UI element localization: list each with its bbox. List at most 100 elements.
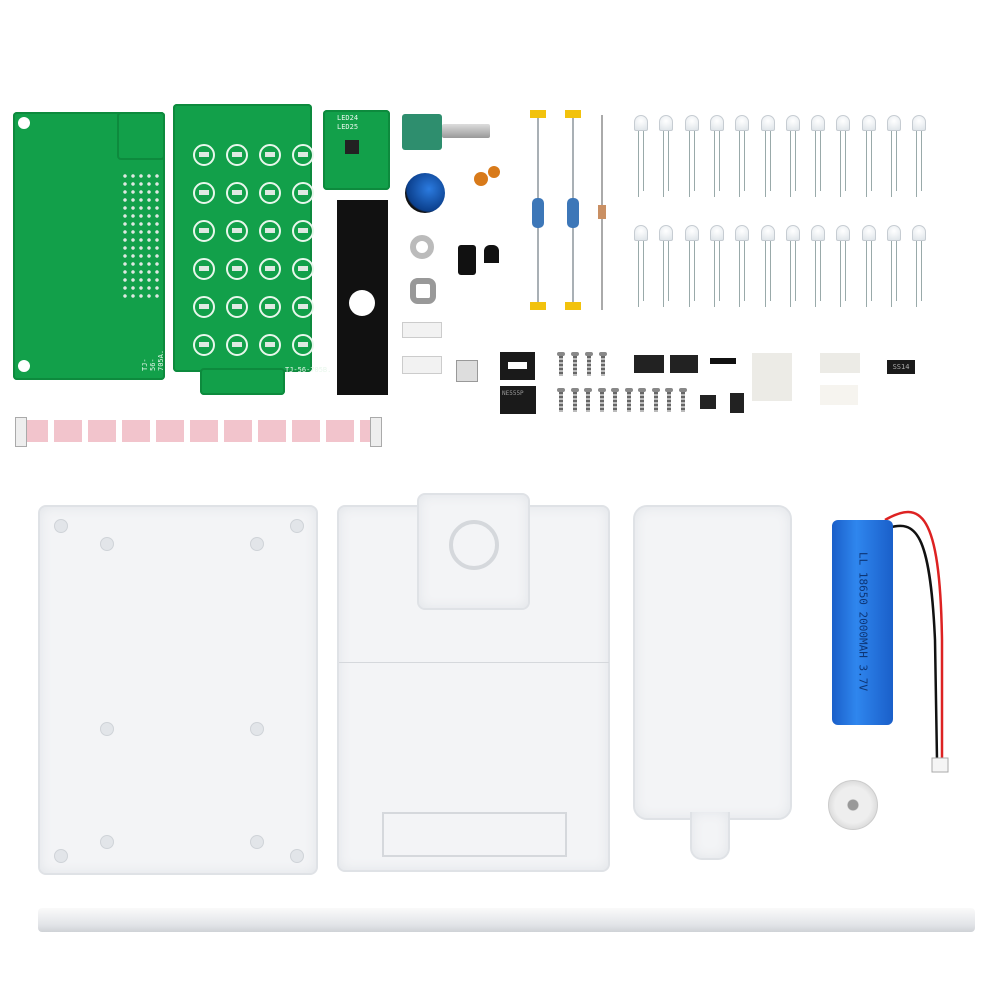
white-led <box>684 225 699 307</box>
18650-battery <box>832 520 893 725</box>
potentiometer-shaft <box>442 124 490 138</box>
round-cap-piece <box>828 780 878 830</box>
led-pad <box>226 296 248 318</box>
screw <box>584 388 592 414</box>
transistor <box>484 245 499 263</box>
smd-component <box>634 355 664 373</box>
enclosure-back-panel <box>38 505 318 875</box>
white-led <box>785 115 800 197</box>
screw <box>597 388 606 414</box>
white-led <box>634 115 648 197</box>
smd-component <box>670 355 698 373</box>
ribbon-cable <box>20 420 375 442</box>
led-pad <box>193 220 215 242</box>
pin-header <box>710 358 736 364</box>
white-led <box>659 115 674 197</box>
led-pad <box>226 258 248 280</box>
led-pad <box>292 258 314 280</box>
led-pad <box>259 258 281 280</box>
white-led <box>785 225 800 307</box>
white-led <box>760 225 775 307</box>
screw <box>585 352 593 378</box>
white-led <box>836 225 851 307</box>
led-pad <box>226 334 248 356</box>
led-pad <box>193 144 215 166</box>
led-pad <box>292 296 314 318</box>
blue-knob <box>405 173 445 213</box>
pin-header-connector <box>402 356 442 374</box>
ne555-chip: NE555P <box>500 386 536 414</box>
led-pad <box>292 220 314 242</box>
led-pad <box>259 334 281 356</box>
smd-tape-strip <box>752 353 792 401</box>
smd-tape-strip <box>820 385 858 405</box>
screw <box>557 352 565 378</box>
hex-nut <box>410 278 436 304</box>
led-pad <box>193 296 215 318</box>
led-pad <box>292 334 314 356</box>
screw <box>638 388 646 414</box>
washer <box>410 235 434 259</box>
white-led <box>861 225 876 307</box>
silk-led24: LED24 <box>337 114 359 122</box>
white-led <box>912 115 927 197</box>
lamp-socket-block <box>417 493 530 610</box>
led-pad <box>259 220 281 242</box>
pcb-small-top <box>117 112 165 160</box>
sot-component <box>730 393 744 413</box>
screw <box>570 388 579 414</box>
white-led <box>735 225 750 307</box>
ic-marking: NE555P <box>502 390 524 397</box>
resistor <box>565 110 581 310</box>
white-led <box>836 115 851 197</box>
white-led <box>735 115 750 197</box>
perfboard-area <box>121 172 161 302</box>
led-pad <box>259 182 281 204</box>
screw <box>571 352 579 378</box>
white-led <box>709 115 724 197</box>
ceramic-capacitor <box>488 166 500 178</box>
electrolytic-capacitor <box>458 245 476 275</box>
resistor <box>530 110 546 310</box>
diode-marking: SS14 <box>892 363 910 371</box>
white-led <box>912 225 927 307</box>
pin-header-connector <box>402 322 442 338</box>
enclosure-front-panel <box>337 505 610 872</box>
led-pad <box>292 144 314 166</box>
potentiometer <box>402 114 442 150</box>
white-led <box>709 225 724 307</box>
led-pad <box>292 182 314 204</box>
smd-tape-strip <box>820 353 860 373</box>
battery-label: LL 18650 2000MAH 3.7V <box>856 551 870 692</box>
led-pad <box>259 144 281 166</box>
support-rod <box>38 908 975 932</box>
pcb-b-label: TJ-56-705B. <box>285 366 332 374</box>
white-led <box>760 115 775 197</box>
screw <box>599 352 607 378</box>
screw <box>651 388 660 414</box>
led-pad <box>226 182 248 204</box>
white-led <box>861 115 876 197</box>
mount-hole <box>18 117 30 129</box>
pcb-a-label: TJ-56-705A. <box>141 349 165 371</box>
handle-stem <box>690 812 730 860</box>
mount-hole <box>18 360 30 372</box>
white-led <box>887 115 901 197</box>
led-pad <box>193 182 215 204</box>
white-led <box>634 225 648 307</box>
led-pad <box>226 220 248 242</box>
screw <box>611 388 619 414</box>
screw <box>624 388 633 414</box>
pcb-led-module: LED24 LED25 <box>323 110 390 190</box>
pcb-board-b: TJ-56-705B. <box>173 104 331 374</box>
smd-switch <box>456 360 478 382</box>
screw <box>665 388 673 414</box>
white-led <box>684 115 699 197</box>
enclosure-handle-panel <box>633 505 792 820</box>
ss14-diode: SS14 <box>887 360 915 374</box>
screw <box>678 388 687 414</box>
led-pad <box>259 296 281 318</box>
soic-chip <box>700 395 716 409</box>
led-pad <box>226 144 248 166</box>
battery-wires <box>884 510 949 773</box>
